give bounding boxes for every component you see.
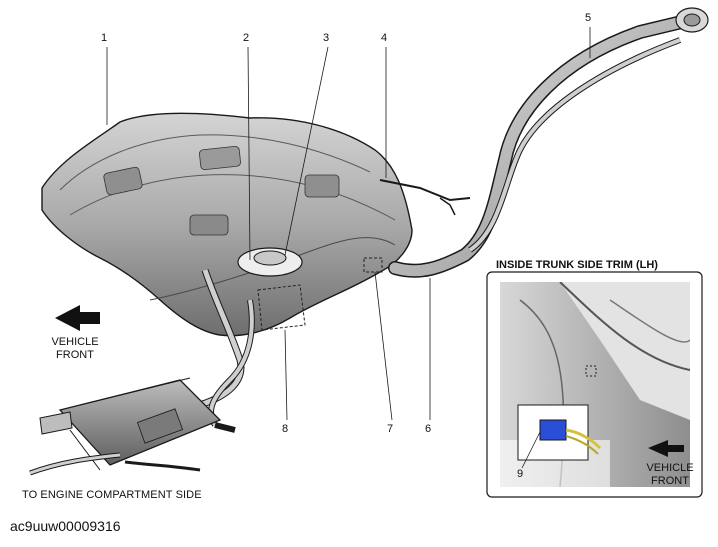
inset-vehicle-front-arrow-icon bbox=[648, 440, 684, 457]
callout-1: 1 bbox=[101, 32, 108, 44]
callout-4: 4 bbox=[381, 32, 388, 44]
callout-6: 6 bbox=[425, 423, 432, 435]
callout-9: 9 bbox=[517, 468, 524, 480]
vehicle-front-label: VEHICLE FRONT bbox=[40, 336, 110, 362]
figure-code: ac9uuw00009316 bbox=[10, 518, 121, 534]
inset-vehicle-front-label: VEHICLE FRONT bbox=[640, 462, 700, 488]
engine-compartment-caption: TO ENGINE COMPARTMENT SIDE bbox=[22, 489, 202, 501]
inset-vehicle-front-line-1: VEHICLE bbox=[646, 462, 694, 474]
filler-neck bbox=[379, 7, 709, 278]
fuel-tank bbox=[41, 112, 413, 337]
vehicle-front-line-2: FRONT bbox=[56, 349, 94, 361]
vehicle-front-arrow-icon bbox=[55, 305, 100, 331]
inset-panel bbox=[486, 271, 703, 498]
callout-7: 7 bbox=[387, 423, 394, 435]
canister bbox=[29, 377, 222, 476]
callout-3: 3 bbox=[323, 32, 330, 44]
callout-5: 5 bbox=[585, 12, 592, 24]
vapor-lines bbox=[198, 268, 255, 433]
callout-8: 8 bbox=[282, 423, 289, 435]
inset-title: INSIDE TRUNK SIDE TRIM (LH) bbox=[496, 259, 658, 271]
inset-vehicle-front-line-2: FRONT bbox=[651, 475, 689, 487]
callout-2: 2 bbox=[243, 32, 250, 44]
connector-icon bbox=[539, 419, 567, 441]
vehicle-front-line-1: VEHICLE bbox=[51, 336, 99, 348]
leader-lines bbox=[106, 27, 591, 421]
